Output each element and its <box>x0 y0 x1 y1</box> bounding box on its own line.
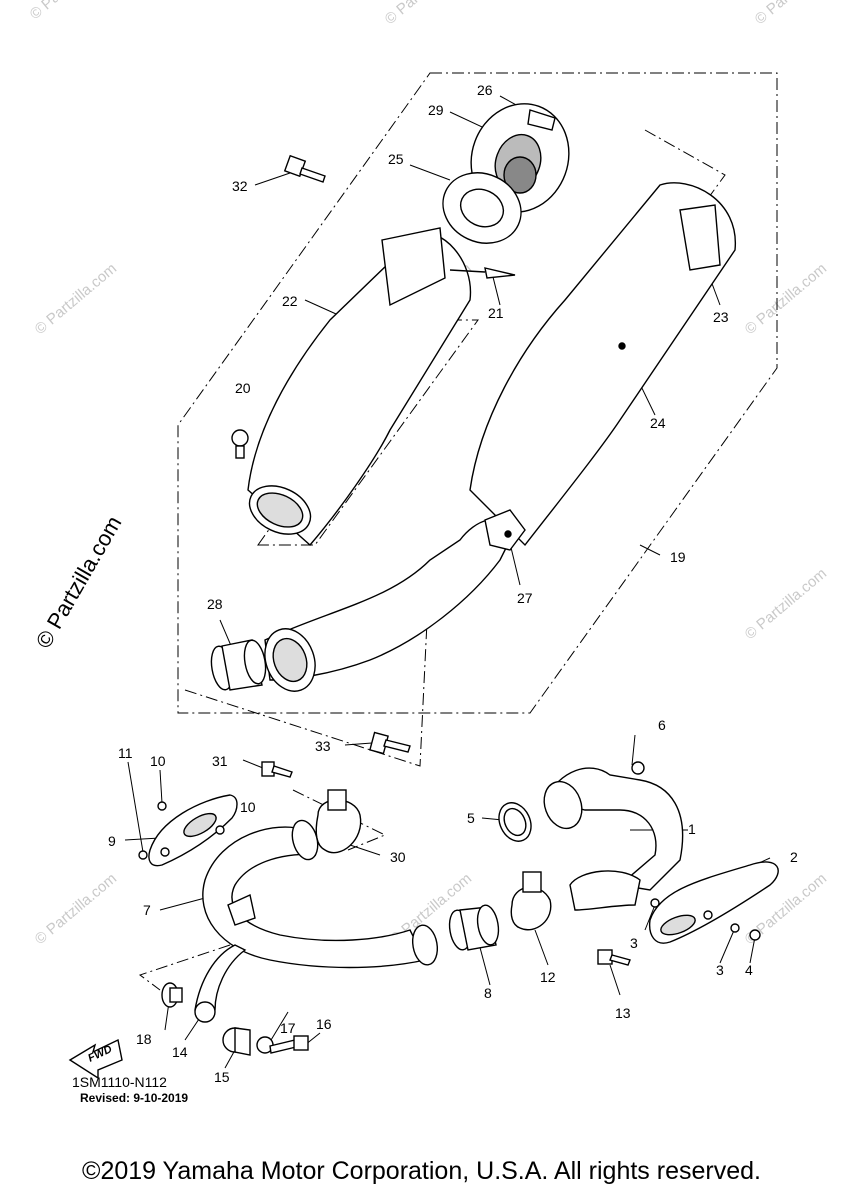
fwd-arrow-icon: FWD <box>68 1038 123 1080</box>
watermark-text: © Partzilla.com <box>27 0 115 23</box>
watermarks: © Partzilla.com © Partzilla.com © Partzi… <box>27 0 840 948</box>
side-watermark-text: © Partzilla.com <box>31 512 127 653</box>
callout-label: 33 <box>315 738 331 754</box>
diagram-code: 1SM1110-N112 <box>72 1074 167 1090</box>
ring-part <box>210 639 267 691</box>
nut-part <box>631 761 645 775</box>
callout-label: 6 <box>658 717 666 733</box>
muffler-inlet-pipe <box>264 518 516 692</box>
callout-label: 24 <box>650 415 666 431</box>
muffler-outer <box>469 182 736 547</box>
callout-labels: 1 2 3 3 4 5 6 7 8 9 10 10 11 12 13 14 15… <box>108 82 798 1085</box>
nut-part <box>138 850 148 860</box>
callout-label: 28 <box>207 596 223 612</box>
callout-label: 20 <box>235 380 251 396</box>
callout-label: 1 <box>688 821 696 837</box>
watermark-text: © Partzilla.com <box>32 870 120 948</box>
heat-shield-part <box>148 794 238 867</box>
callout-label: 23 <box>713 309 729 325</box>
parts-drawings: FWD <box>68 103 779 1080</box>
callout-label: 30 <box>390 849 406 865</box>
watermark-text: © Partzilla.com <box>382 0 470 28</box>
collar-part <box>222 1027 251 1056</box>
callout-label: 3 <box>630 935 638 951</box>
callout-label: 25 <box>388 151 404 167</box>
callout-label: 29 <box>428 102 444 118</box>
callout-label: 13 <box>615 1005 631 1021</box>
muffler-body-inner <box>247 227 472 546</box>
callout-label: 4 <box>745 962 753 978</box>
callout-label: 15 <box>214 1069 230 1085</box>
clamp-part <box>315 789 362 854</box>
pin-part <box>449 267 516 279</box>
callout-label: 19 <box>670 549 686 565</box>
watermark-text: © Partzilla.com <box>742 565 830 643</box>
callout-label: 9 <box>108 833 116 849</box>
exhaust-pipe-front <box>202 819 439 969</box>
bolt-part <box>283 154 326 183</box>
ring-part <box>498 802 532 842</box>
washer-part <box>650 898 660 908</box>
collar-part <box>161 982 183 1008</box>
callout-label: 8 <box>484 985 492 1001</box>
clamp-part <box>510 871 552 931</box>
bolt-part <box>231 429 249 459</box>
callout-label: 10 <box>150 753 166 769</box>
bracket-part <box>194 944 247 1023</box>
callout-label: 16 <box>316 1016 332 1032</box>
callout-label: 7 <box>143 902 151 918</box>
callout-label: 17 <box>280 1020 296 1036</box>
callout-label: 31 <box>212 753 228 769</box>
washer-part <box>215 825 225 835</box>
nut-part <box>749 929 761 941</box>
watermark-text: © Partzilla.com <box>32 260 120 338</box>
callout-label: 27 <box>517 590 533 606</box>
callout-label: 5 <box>467 810 475 826</box>
callout-label: 26 <box>477 82 493 98</box>
bolt-part <box>261 761 293 778</box>
watermark-text: © Partzilla.com <box>742 260 830 338</box>
bolt-part <box>369 731 411 755</box>
callout-label: 22 <box>282 293 298 309</box>
copyright-footer: ©2019 Yamaha Motor Corporation, U.S.A. A… <box>82 1157 761 1185</box>
callout-label: 3 <box>716 962 724 978</box>
heat-shield-part <box>648 861 779 944</box>
callout-label: 32 <box>232 178 248 194</box>
callout-label: 2 <box>790 849 798 865</box>
callout-label: 12 <box>540 969 556 985</box>
callout-label: 18 <box>136 1031 152 1047</box>
bolt-part <box>269 1035 309 1054</box>
plate-part <box>484 509 526 551</box>
callout-label: 14 <box>172 1044 188 1060</box>
bolt-part <box>597 949 631 966</box>
callout-label: 11 <box>118 745 133 761</box>
revision-date: Revised: 9-10-2019 <box>80 1091 188 1105</box>
ring-part <box>448 904 500 951</box>
callout-label: 10 <box>240 799 256 815</box>
washer-part <box>730 923 740 933</box>
exhaust-pipe-rear <box>543 767 684 911</box>
callout-label: 21 <box>488 305 504 321</box>
washer-part <box>157 801 167 811</box>
gasket-part <box>442 172 522 244</box>
watermark-text: © Partzilla.com <box>752 0 840 28</box>
